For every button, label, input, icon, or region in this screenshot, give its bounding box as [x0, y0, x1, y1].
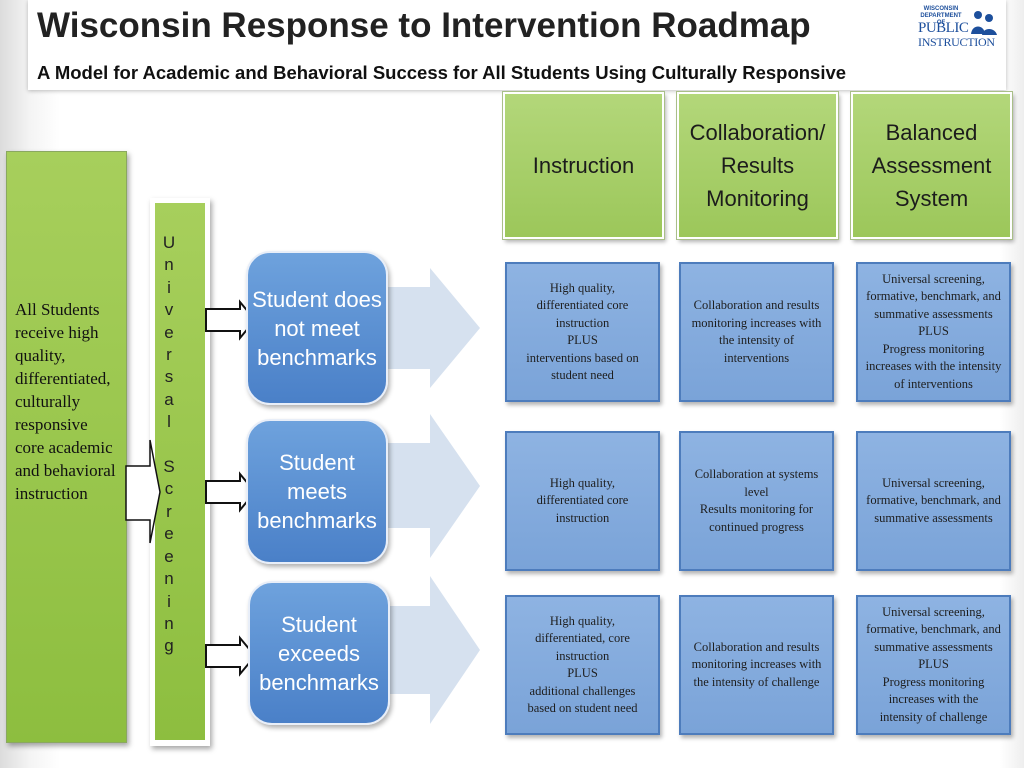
logo-line-4: INSTRUCTION: [918, 35, 995, 49]
cell-r2-assessment-text: Universal screening, formative, benchmar…: [866, 475, 1001, 525]
cell-r1-collaboration-text: Collaboration and results monitoring inc…: [691, 298, 822, 365]
student-not-meet-box: Student does not meet benchmarks: [246, 251, 388, 405]
student-exceeds-label: Student exceeds benchmarks: [259, 611, 379, 695]
student-not-meet-label: Student does not meet benchmarks: [252, 286, 382, 370]
logo-small-text: WISCONSIN DEPARTMENT OF: [917, 6, 965, 27]
arrow-to-student-3: [205, 635, 257, 677]
header-instruction: Instruction: [502, 91, 665, 240]
panel-to-screening-arrow: [125, 439, 161, 544]
universal-screening-label: U n i v e r s a l S c r e e n i n g: [162, 233, 176, 656]
cell-r1-assessment-text: Universal screening, formative, benchmar…: [865, 271, 1002, 391]
cell-r3-instruction: High quality, differentiated, core instr…: [505, 595, 660, 735]
big-arrow-1: [388, 268, 480, 388]
universal-screening-fill: [155, 203, 205, 740]
logo-line-3: PUBLIC: [918, 20, 969, 36]
student-meets-label: Student meets benchmarks: [257, 450, 377, 533]
logo-line-1: WISCONSIN: [923, 6, 959, 12]
student-exceeds-box: Student exceeds benchmarks: [248, 581, 390, 725]
title-box: [28, 0, 1006, 90]
dpi-logo: WISCONSIN DEPARTMENT OF PUBLIC INSTRUCTI…: [912, 6, 1000, 49]
cell-r3-collaboration: Collaboration and results monitoring inc…: [679, 595, 834, 735]
cell-r3-assessment-text: Universal screening, formative, benchmar…: [866, 604, 1001, 724]
cell-r1-assessment: Universal screening, formative, benchmar…: [856, 262, 1011, 402]
cell-r2-assessment: Universal screening, formative, benchmar…: [856, 431, 1011, 571]
cell-r2-instruction: High quality, differentiated core instru…: [505, 431, 660, 571]
cell-r1-instruction: High quality, differentiated core instru…: [505, 262, 660, 402]
big-arrow-2: [388, 414, 480, 558]
cell-r2-instruction-text: High quality, differentiated core instru…: [536, 475, 629, 525]
cell-r2-collaboration: Collaboration at systems level Results m…: [679, 431, 834, 571]
all-students-text: All Students receive high quality, diffe…: [15, 300, 116, 503]
page-title: Wisconsin Response to Intervention Roadm…: [37, 6, 811, 45]
header-assessment: Balanced Assessment System: [850, 91, 1013, 240]
cell-r2-collaboration-text: Collaboration at systems level Results m…: [694, 467, 819, 534]
student-meets-box: Student meets benchmarks: [246, 419, 388, 564]
people-icon: [971, 11, 997, 35]
page-subtitle: A Model for Academic and Behavioral Succ…: [37, 62, 847, 83]
header-instruction-label: Instruction: [532, 153, 635, 178]
all-students-panel: [6, 151, 127, 743]
cell-r3-collaboration-text: Collaboration and results monitoring inc…: [691, 639, 822, 689]
cell-r3-instruction-text: High quality, differentiated, core instr…: [527, 613, 638, 716]
cell-r1-collaboration: Collaboration and results monitoring inc…: [679, 262, 834, 402]
header-assessment-label: Balanced Assessment System: [871, 120, 992, 211]
logo-line-2: DEPARTMENT OF: [920, 13, 962, 26]
cell-r3-assessment: Universal screening, formative, benchmar…: [856, 595, 1011, 735]
big-arrow-3: [388, 576, 480, 724]
header-collaboration: Collaboration/ Results Monitoring: [676, 91, 839, 240]
header-collaboration-label: Collaboration/ Results Monitoring: [689, 120, 826, 211]
cell-r1-instruction-text: High quality, differentiated core instru…: [526, 280, 639, 383]
